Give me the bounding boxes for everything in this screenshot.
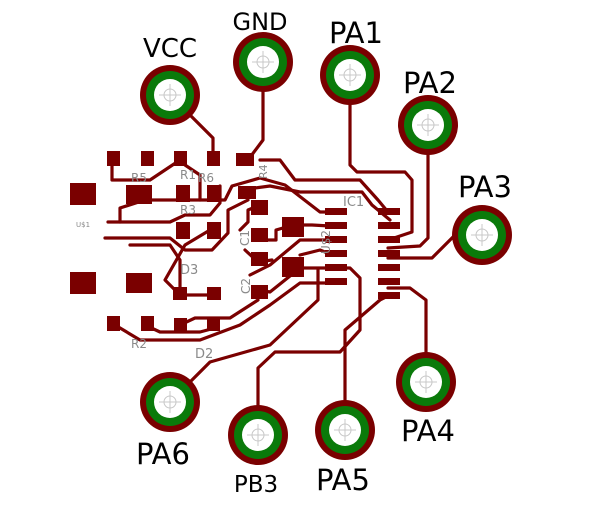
label-pa2: PA2	[403, 66, 457, 100]
pad	[70, 272, 96, 294]
via-pa5	[315, 400, 375, 460]
via-pa6	[140, 372, 200, 432]
label-pa6: PA6	[136, 437, 190, 471]
pad	[282, 217, 304, 237]
trace-internal-7	[128, 243, 182, 297]
trace-pb3	[256, 266, 362, 437]
label-pb3: PB3	[234, 472, 278, 498]
pad	[173, 287, 187, 300]
trace-internal-19	[110, 158, 182, 182]
trace-internal-6	[106, 184, 222, 224]
pad	[325, 264, 347, 271]
silk-r4: R4	[257, 164, 270, 179]
trace-internal-8	[163, 228, 217, 297]
label-pa1: PA1	[329, 16, 383, 50]
connector-vias	[140, 32, 512, 465]
pad	[174, 318, 187, 331]
pad	[176, 185, 190, 202]
trace-internal-13	[248, 238, 332, 277]
via-gnd	[233, 32, 293, 92]
silk-c2: C2	[239, 278, 253, 294]
via-pb3	[228, 405, 288, 465]
pad	[282, 257, 304, 277]
trace-internal-16	[113, 281, 332, 342]
pad	[107, 151, 120, 166]
trace-internal-5	[103, 198, 250, 252]
via-pa4	[396, 352, 456, 412]
pad	[174, 151, 187, 166]
trace-pa2	[386, 123, 430, 250]
silk-u1: U$1	[76, 221, 90, 229]
pad	[141, 316, 154, 331]
silk-c1: C1	[238, 230, 252, 246]
silk-r1: R1	[180, 168, 196, 182]
pad	[378, 278, 400, 285]
label-pa4: PA4	[401, 414, 455, 448]
pad	[107, 316, 120, 331]
pad	[126, 185, 152, 204]
via-pa3	[452, 205, 512, 265]
trace-pa1	[348, 73, 414, 242]
silk-d3: D3	[180, 263, 198, 278]
pad	[207, 151, 220, 166]
label-pa5: PA5	[316, 463, 370, 497]
pad	[207, 185, 221, 202]
pad	[378, 292, 400, 299]
pad	[236, 153, 254, 166]
pad	[126, 273, 152, 293]
silk-ic1: IC1	[343, 195, 364, 210]
via-vcc	[140, 65, 200, 125]
label-vcc: VCC	[143, 34, 197, 64]
pad	[141, 151, 154, 166]
pad	[251, 285, 268, 299]
copper-traces	[103, 60, 484, 437]
silk-d2: D2	[195, 347, 213, 362]
pad	[70, 183, 96, 205]
pad	[325, 250, 347, 257]
via-pa1	[320, 45, 380, 105]
trace-internal-4	[183, 163, 202, 202]
silk-r6: R6	[198, 171, 214, 185]
trace-internal-3	[118, 176, 347, 224]
pad	[325, 236, 347, 243]
pad	[325, 278, 347, 285]
via-pa2	[398, 95, 458, 155]
trace-pa6	[168, 268, 320, 404]
trace-pa4	[386, 286, 428, 384]
trace-internal-2	[238, 184, 392, 222]
pad	[378, 208, 400, 215]
silk-u2: U$2	[319, 230, 333, 254]
pad	[251, 228, 268, 242]
pad	[378, 250, 400, 257]
pad	[238, 186, 256, 199]
pad	[378, 222, 400, 229]
pad	[207, 287, 221, 300]
pad	[378, 236, 400, 243]
pad	[251, 252, 268, 266]
pad	[325, 208, 347, 215]
silk-r2: R2	[131, 337, 147, 351]
silk-r3: R3	[180, 203, 196, 217]
pad	[251, 200, 268, 215]
trace-internal-1	[258, 158, 390, 214]
pad	[325, 222, 347, 229]
pin-labels: VCC GND PA1 PA2 PA3 PA4 PA5 PB3 PA6	[136, 8, 512, 498]
silkscreen: R5 R1 R6 R4 U$1 R3 C1 D3 C2 U$2 IC1 R2 D…	[76, 164, 364, 362]
pad	[207, 222, 221, 239]
silk-r5: R5	[131, 171, 147, 185]
label-gnd: GND	[232, 8, 287, 36]
pad	[207, 318, 220, 331]
label-pa3: PA3	[458, 170, 512, 204]
smd-pads	[70, 151, 400, 331]
pad	[176, 222, 190, 239]
pad	[378, 264, 400, 271]
